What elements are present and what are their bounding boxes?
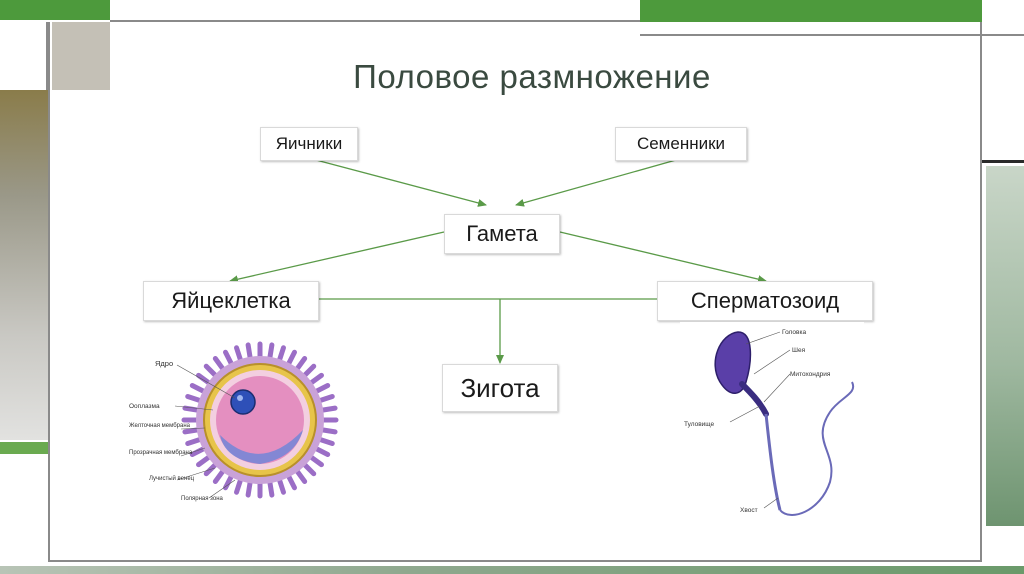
egg-label-nucleus: Ядро [155, 359, 173, 368]
node-gamete: Гамета [444, 214, 560, 254]
top-bar-line [110, 20, 640, 22]
arrow-testes-to-gamete [515, 159, 677, 207]
arrow-ovaries-to-gamete [315, 159, 487, 207]
top-right-line [640, 34, 1024, 36]
bottom-bar [0, 566, 1024, 574]
egg-label-leaders [174, 364, 236, 499]
sperm-illustration: Головка Шея Митохондрия Туловище Хвост [680, 322, 864, 527]
right-dark-line [982, 160, 1024, 163]
egg-cell-illustration: Ядро Ооплазма Желточная мембрана Прозрач… [129, 341, 339, 502]
egg-label-polar-zone: Полярная зона [181, 496, 224, 502]
arrow-gamete-to-egg [229, 231, 445, 284]
sperm-label-head: Головка [782, 329, 806, 336]
left-white-block [0, 22, 48, 90]
sperm-label-mitochondria: Митохондрия [790, 371, 831, 378]
right-frame-line [980, 22, 982, 562]
node-sperm: Сперматозоид [657, 281, 873, 321]
egg-cell-drawing [181, 341, 339, 499]
slide-title: Половое размножение [353, 58, 711, 95]
node-egg: Яйцеклетка [143, 281, 319, 321]
top-right-bar [640, 0, 982, 22]
node-ovaries: Яичники [260, 127, 358, 161]
egg-label-vitelline-membrane: Желточная мембрана [129, 423, 191, 429]
node-testes: Семенники [615, 127, 747, 161]
top-left-bar [0, 0, 110, 20]
sperm-label-tail: Хвост [740, 507, 758, 514]
egg-label-ooplasm: Ооплазма [129, 403, 160, 410]
sperm-label-leaders [729, 331, 791, 509]
left-gray-square [52, 22, 110, 90]
egg-label-zona-pellucida: Прозрачная мембрана [129, 450, 193, 456]
sperm-label-midpiece: Туловище [684, 421, 715, 428]
node-zygote: Зигота [442, 364, 558, 412]
left-frame-line [48, 22, 50, 562]
sperm-label-neck: Шея [792, 347, 806, 354]
bottom-frame-line [48, 560, 982, 562]
left-green-stripe [0, 442, 48, 454]
left-gradient-bar [0, 90, 48, 440]
arrow-gamete-to-sperm [559, 231, 767, 284]
right-green-panel [986, 166, 1024, 526]
egg-label-corona-radiata: Лучистый венец [149, 475, 195, 482]
